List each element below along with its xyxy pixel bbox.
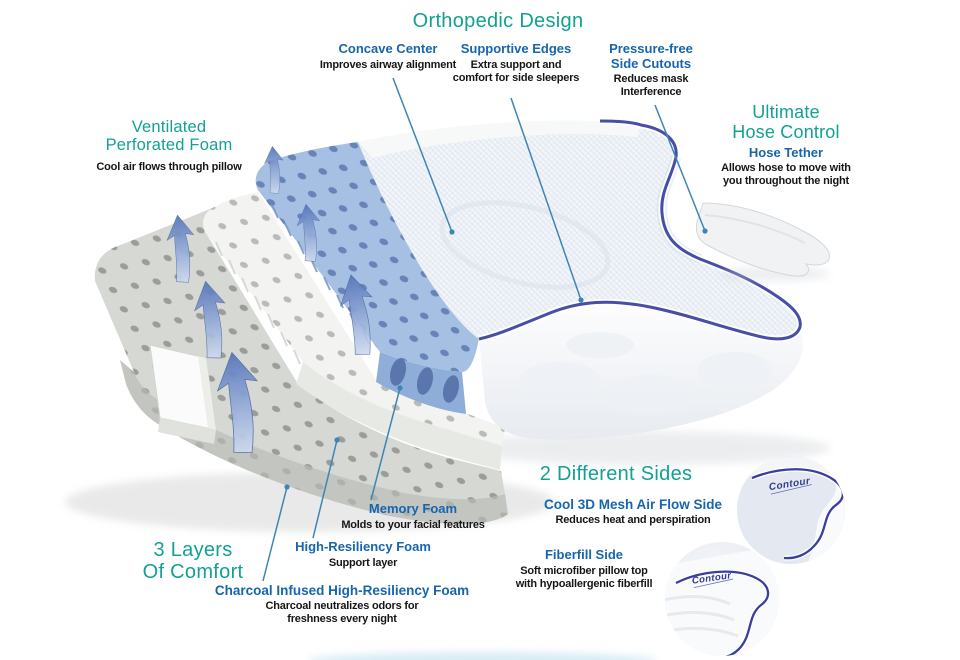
high-resiliency-desc: Support layer <box>328 556 398 569</box>
leader-high-resiliency <box>312 439 338 539</box>
supportive-edges-annotation: Supportive Edges Extra support and comfo… <box>416 41 616 84</box>
hose-tether-title: Hose Tether <box>748 144 824 160</box>
memory-foam-ovals <box>389 358 460 403</box>
concave-center-contour <box>439 200 611 290</box>
concave-center-annotation: Concave Center Improves airway alignment <box>288 41 488 72</box>
leader-memory-foam <box>370 387 401 501</box>
hose-control-annotation: Ultimate Hose Control Hose Tether Allows… <box>686 102 886 188</box>
two-sides-heading: 2 Different Sides <box>539 463 693 485</box>
leader-charcoal <box>262 486 288 582</box>
ventilated-foam-annotation: Ventilated Perforated Foam Cool air flow… <box>69 118 269 174</box>
fiberfill-side-title: Fiberfill Side <box>544 547 623 562</box>
mesh-side-annotation: Cool 3D Mesh Air Flow Side Reduces heat … <box>521 497 745 527</box>
leader-supportive-edges <box>510 97 582 301</box>
back-edge-fold <box>358 120 641 158</box>
fiberfill-front-face <box>479 302 803 440</box>
fiberfill-side-annotation: Fiberfill Side Soft microfiber pillow to… <box>484 547 684 590</box>
leader-dots <box>284 228 708 490</box>
side-cutouts-title: Pressure-free Side Cutouts <box>609 41 693 71</box>
ventilated-foam-heading: Ventilated Perforated Foam <box>105 118 233 155</box>
fiberfill-side-desc: Soft microfiber pillow top with hypoalle… <box>515 564 653 590</box>
high-resiliency-foam-layer <box>203 192 506 470</box>
mesh-side-title: Cool 3D Mesh Air Flow Side <box>543 497 723 512</box>
memory-foam-layer <box>255 142 479 414</box>
hose-tether-strap <box>695 202 831 281</box>
high-resiliency-title: High-Resiliency Foam <box>295 539 431 554</box>
concave-center-desc: Improves airway alignment <box>319 58 457 71</box>
memory-foam-annotation: Memory Foam Molds to your facial feature… <box>313 501 513 532</box>
charcoal-foam-desc: Charcoal neutralizes odors for freshness… <box>265 600 419 626</box>
fiberfill-side-thumbnail: Contour <box>665 542 779 656</box>
charcoal-foam-title: Charcoal Infused High-Resiliency Foam <box>214 583 470 598</box>
mesh-side-desc: Reduces heat and perspiration <box>555 514 711 527</box>
supportive-edges-desc: Extra support and comfort for side sleep… <box>452 58 580 84</box>
pillow-cover <box>358 117 804 440</box>
hose-tether-desc: Allows hose to move with you throughout … <box>721 162 851 188</box>
white-layer-grooves <box>215 241 301 365</box>
mesh-side-thumbnail: Contour <box>737 456 845 564</box>
three-layers-heading: 3 Layers Of Comfort <box>142 539 244 583</box>
ventilated-foam-desc: Cool air flows through pillow <box>96 161 242 174</box>
bottom-image-edge <box>308 652 656 660</box>
leader-concave-center <box>392 77 453 233</box>
concave-center-title: Concave Center <box>338 41 438 56</box>
side-cutout-notch <box>149 344 217 444</box>
memory-foam-title: Memory Foam <box>368 501 458 516</box>
charcoal-foam-annotation: Charcoal Infused High-Resiliency Foam Ch… <box>192 583 492 626</box>
side-cutouts-annotation: Pressure-free Side Cutouts Reduces mask … <box>551 41 751 99</box>
orthopedic-design-heading: Orthopedic Design <box>412 10 584 32</box>
supportive-edges-title: Supportive Edges <box>460 41 572 56</box>
high-resiliency-annotation: High-Resiliency Foam Support layer <box>263 539 463 570</box>
memory-foam-desc: Molds to your facial features <box>341 518 485 531</box>
piping-seam <box>478 119 802 341</box>
side-cutouts-desc: Reduces mask Interference <box>613 73 689 99</box>
charcoal-foam-layer <box>94 207 508 524</box>
hose-control-heading: Ultimate Hose Control <box>732 102 840 142</box>
leader-side-cutouts <box>654 104 706 232</box>
quilt-texture <box>520 332 773 415</box>
leader-lines <box>262 77 706 582</box>
